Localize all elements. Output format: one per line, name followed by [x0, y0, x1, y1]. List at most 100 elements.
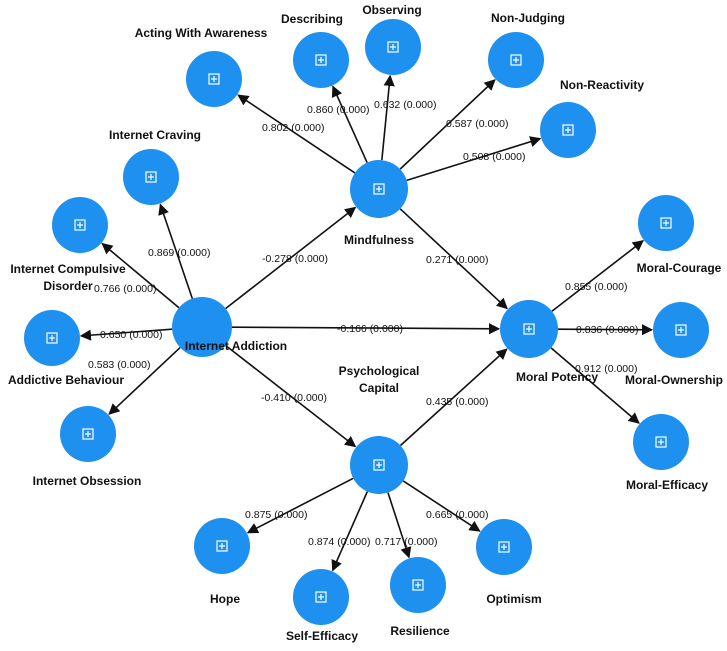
node-label: Moral-Ownership: [625, 373, 723, 387]
edge-arrow-mp-courage: [551, 240, 644, 312]
node-label: Internet Craving: [109, 128, 201, 142]
node-label: Resilience: [390, 624, 450, 638]
edge-arrow-mind-describing: [331, 85, 368, 163]
plus-square-icon[interactable]: [660, 217, 672, 229]
edge-label-ia-addictive: 0.650 (0.000): [100, 329, 162, 341]
edge-label-mp-ownership: 0.836 (0.000): [576, 324, 638, 336]
plus-square-icon[interactable]: [675, 324, 687, 336]
plus-square-icon[interactable]: [387, 41, 399, 53]
edge-arrow-mind-moralpotency: [399, 208, 508, 310]
edge-label-ia-obsession: 0.583 (0.000): [88, 359, 150, 371]
plus-square-icon[interactable]: [82, 428, 94, 440]
node-label-line2: Capital: [359, 381, 399, 395]
edge-arrow-ia-psycap: [225, 344, 357, 448]
edge-label-mind-nonjudging: 0.587 (0.000): [446, 118, 508, 130]
node-moral-ownership[interactable]: Moral-Ownership: [625, 302, 723, 387]
node-acting-with-awareness[interactable]: Acting With Awareness: [135, 26, 268, 107]
node-internet-addiction[interactable]: Internet Addiction: [172, 297, 287, 357]
plus-square-icon[interactable]: [216, 540, 228, 552]
plus-square-icon[interactable]: [208, 73, 220, 85]
plus-square-icon[interactable]: [315, 591, 327, 603]
node-optimism[interactable]: Optimism: [476, 519, 542, 606]
edge-arrow-psycap-hope: [246, 477, 354, 534]
node-label: Mindfulness: [344, 233, 414, 247]
node-label: Self-Efficacy: [286, 629, 358, 643]
node-label: Hope: [210, 592, 240, 606]
edge-label-psycap-hope: 0.875 (0.000): [245, 509, 307, 521]
node-label-line1: Psychological: [339, 364, 420, 378]
edge-labels-layer: 0.802 (0.000) 0.860 (0.000) 0.632 (0.000…: [88, 99, 638, 548]
edge-label-psycap-selfefficacy: 0.874 (0.000): [308, 536, 370, 548]
plus-square-icon[interactable]: [315, 54, 327, 66]
node-mindfulness[interactable]: Mindfulness: [344, 160, 414, 247]
node-label: Moral-Efficacy: [626, 478, 708, 492]
edge-arrow-mind-observing: [381, 74, 395, 161]
node-circle[interactable]: [172, 297, 232, 357]
plus-square-icon[interactable]: [145, 171, 157, 183]
node-psychological-capital[interactable]: Psychological Capital: [339, 364, 420, 494]
edge-arrow-ia-compulsive: [101, 242, 180, 309]
edge-label-mind-nonreactivity: 0.508 (0.000): [463, 151, 525, 163]
plus-square-icon[interactable]: [523, 323, 535, 335]
plus-square-icon[interactable]: [373, 459, 385, 471]
edge-arrow-ia-craving: [158, 203, 194, 299]
node-internet-craving[interactable]: Internet Craving: [109, 128, 201, 205]
edge-arrow-ia-mindfulness: [225, 206, 357, 310]
edge-arrow-ia-addictive: [79, 328, 173, 341]
node-internet-obsession[interactable]: Internet Obsession: [33, 406, 142, 488]
plus-square-icon[interactable]: [412, 579, 424, 591]
edge-label-ia-compulsive: 0.766 (0.000): [94, 283, 156, 295]
node-observing[interactable]: Observing: [362, 3, 422, 75]
plus-square-icon[interactable]: [74, 219, 86, 231]
node-label: Observing: [362, 3, 421, 17]
edge-arrow-psycap-optimism: [402, 480, 481, 532]
node-label: Non-Reactivity: [560, 78, 644, 92]
edge-arrow-mp-efficacy: [550, 347, 640, 424]
edge-label-psycap-moralpotency: 0.435 (0.000): [426, 396, 488, 408]
node-label: Moral-Courage: [637, 261, 722, 275]
node-internet-compulsive-disorder[interactable]: Internet Compulsive Disorder: [10, 197, 126, 293]
plus-square-icon[interactable]: [498, 541, 510, 553]
plus-square-icon[interactable]: [655, 436, 667, 448]
edge-label-mp-courage: 0.855 (0.000): [565, 281, 627, 293]
node-moral-efficacy[interactable]: Moral-Efficacy: [626, 414, 708, 492]
node-describing[interactable]: Describing: [281, 12, 349, 88]
node-moral-courage[interactable]: Moral-Courage: [637, 195, 722, 275]
edge-arrow-ia-moralpotency: [231, 323, 501, 335]
node-resilience[interactable]: Resilience: [390, 557, 450, 638]
edge-label-mind-observing: 0.632 (0.000): [374, 99, 436, 111]
edge-label-mind-awareness: 0.802 (0.000): [262, 122, 324, 134]
edge-arrow-psycap-selfefficacy: [331, 491, 369, 572]
node-addictive-behaviour[interactable]: Addictive Behaviour: [8, 310, 124, 387]
edges-layer: [79, 74, 654, 572]
node-label: Non-Judging: [491, 11, 565, 25]
node-label: Addictive Behaviour: [8, 373, 124, 387]
plus-square-icon[interactable]: [46, 332, 58, 344]
edge-label-ia-mindfulness: -0.278 (0.000): [262, 253, 328, 265]
node-hope[interactable]: Hope: [194, 518, 250, 606]
node-label: Describing: [281, 12, 343, 26]
edge-arrow-mind-nonreactivity: [406, 136, 542, 182]
edge-label-mind-describing: 0.860 (0.000): [307, 104, 369, 116]
edge-label-ia-psycap: -0.410 (0.000): [261, 392, 327, 404]
plus-square-icon[interactable]: [510, 54, 522, 66]
node-self-efficacy[interactable]: Self-Efficacy: [286, 569, 358, 643]
edge-arrow-mp-ownership: [557, 324, 654, 336]
edge-arrow-psycap-moralpotency: [399, 348, 508, 447]
plus-square-icon[interactable]: [562, 124, 574, 136]
edge-label-psycap-resilience: 0.717 (0.000): [375, 536, 437, 548]
edge-label-mind-moralpotency: 0.271 (0.000): [426, 254, 488, 266]
edge-arrow-ia-obsession: [108, 346, 181, 415]
node-label: Moral Potency: [516, 370, 598, 384]
edge-label-ia-craving: 0.869 (0.000): [148, 247, 210, 259]
node-label: Internet Addiction: [185, 339, 287, 353]
nodes-layer: Acting With Awareness Describing Observi…: [8, 3, 723, 643]
plus-square-icon[interactable]: [373, 183, 385, 195]
node-label: Optimism: [486, 592, 541, 606]
node-label-line2: Disorder: [43, 279, 93, 293]
node-non-judging[interactable]: Non-Judging: [488, 11, 565, 88]
node-non-reactivity[interactable]: Non-Reactivity: [540, 78, 644, 158]
edge-arrow-mind-awareness: [237, 94, 356, 174]
node-moral-potency[interactable]: Moral Potency: [500, 300, 598, 384]
